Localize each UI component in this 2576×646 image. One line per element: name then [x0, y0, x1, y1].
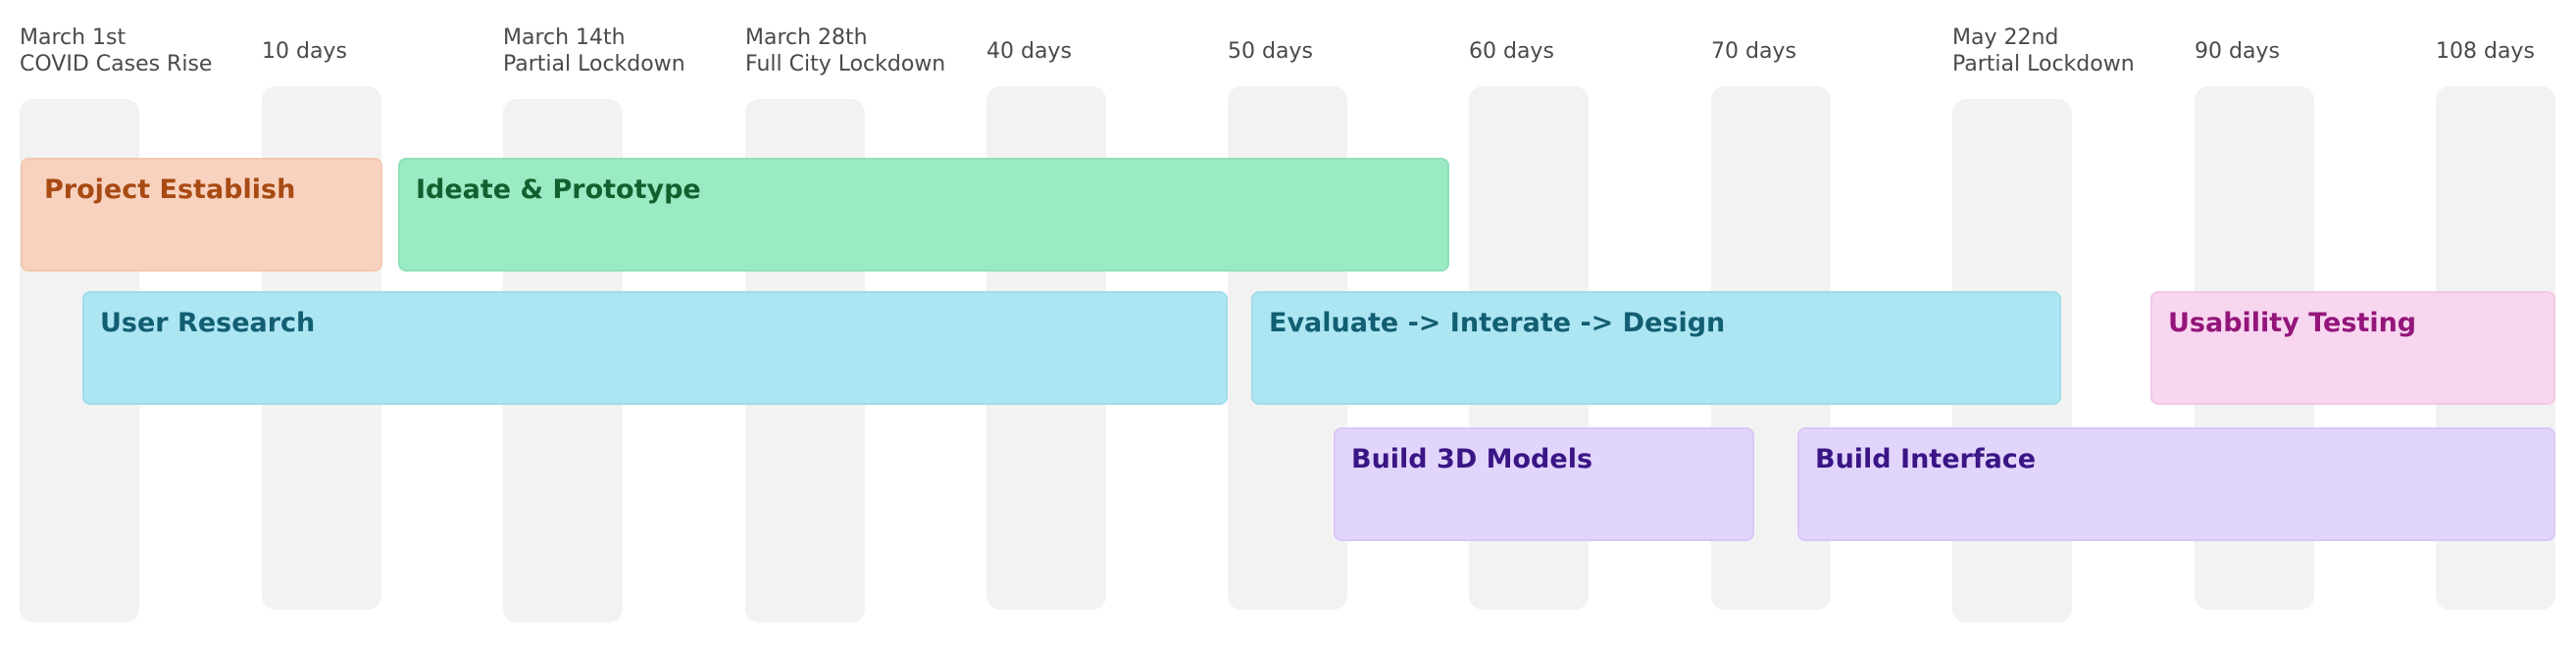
column-label-line1: 108 days: [2436, 39, 2535, 64]
phase-bar-evaluate-iterate-design: Evaluate -> Interate -> Design: [1251, 291, 2061, 405]
column-label-line2: Partial Lockdown: [503, 52, 685, 76]
column-label-line2: Partial Lockdown: [1952, 52, 2135, 76]
column-label-60-days: 60 days: [1469, 38, 1554, 65]
phase-bar-ideate-prototype: Ideate & Prototype: [398, 158, 1449, 272]
column-label-march-14th: March 14th Partial Lockdown: [503, 25, 685, 77]
column-label-line1: May 22nd: [1952, 25, 2059, 50]
column-label-line1: March 1st: [20, 25, 126, 50]
column-label-line1: 70 days: [1711, 39, 1796, 64]
column-label-10-days: 10 days: [262, 38, 347, 65]
phase-bar-build-3d-models: Build 3D Models: [1334, 427, 1754, 541]
column-label-line1: 40 days: [986, 39, 1072, 64]
column-label-line1: 50 days: [1228, 39, 1313, 64]
phase-bar-user-research: User Research: [82, 291, 1228, 405]
column-label-may-22nd: May 22nd Partial Lockdown: [1952, 25, 2135, 77]
column-label-line2: Full City Lockdown: [745, 52, 946, 76]
column-label-108-days: 108 days: [2436, 38, 2535, 65]
column-label-line1: 60 days: [1469, 39, 1554, 64]
column-label-70-days: 70 days: [1711, 38, 1796, 65]
column-label-line1: 90 days: [2195, 39, 2280, 64]
column-label-40-days: 40 days: [986, 38, 1072, 65]
column-label-line1: March 14th: [503, 25, 626, 50]
column-label-line1: March 28th: [745, 25, 868, 50]
phase-bar-build-interface: Build Interface: [1797, 427, 2555, 541]
column-label-line2: COVID Cases Rise: [20, 52, 213, 76]
column-label-90-days: 90 days: [2195, 38, 2280, 65]
phase-bar-project-establish: Project Establish: [21, 158, 382, 272]
column-label-march-1st: March 1st COVID Cases Rise: [20, 25, 212, 77]
phase-bar-usability-testing: Usability Testing: [2150, 291, 2555, 405]
column-label-march-28th: March 28th Full City Lockdown: [745, 25, 945, 77]
column-label-line1: 10 days: [262, 39, 347, 64]
column-label-50-days: 50 days: [1228, 38, 1313, 65]
